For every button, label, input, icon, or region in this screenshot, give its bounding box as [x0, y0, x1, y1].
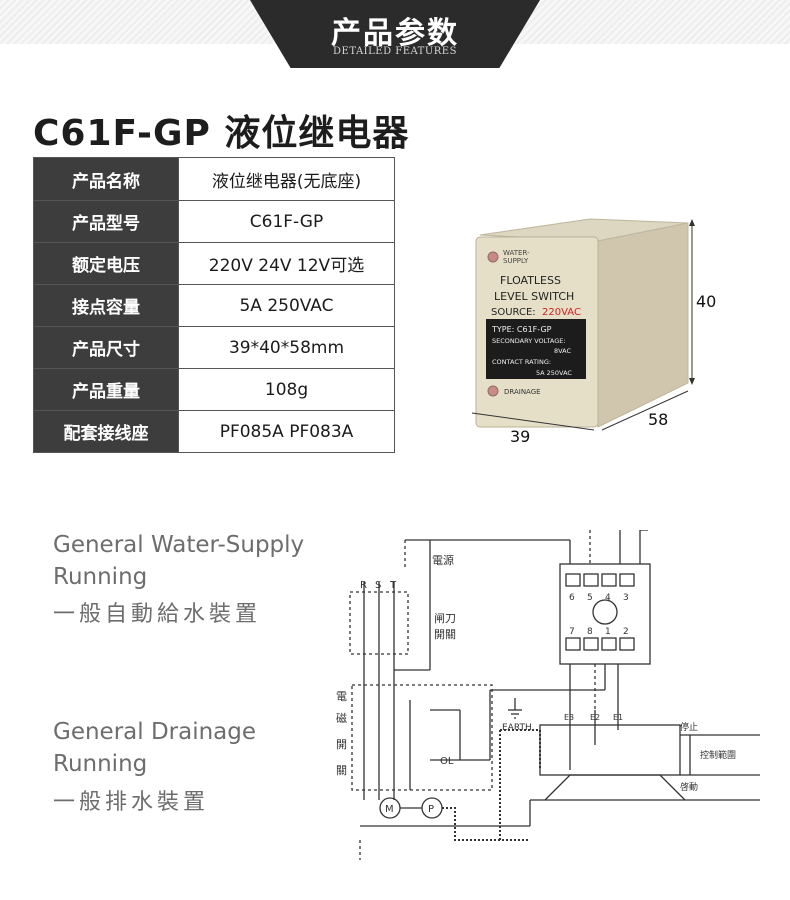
drainage-indicator-icon [487, 385, 499, 397]
mag-label-4: 關 [336, 764, 347, 777]
relay-secondary-voltage: SECONDARY VOLTAGE: [492, 337, 566, 345]
arrow-up-icon [689, 219, 695, 226]
section-title: 产品参数 [331, 16, 459, 51]
spec-row: 产品型号 C61F-GP [34, 200, 394, 242]
spec-value: 液位继电器(无底座) [179, 158, 394, 200]
terminal-3: 3 [623, 593, 629, 603]
spec-value: 108g [179, 369, 394, 410]
spec-row: 产品尺寸 39*40*58mm [34, 326, 394, 368]
relay-base-box [559, 563, 651, 665]
supply-caption-en-1: General Water-Supply [53, 532, 305, 558]
spec-label: 产品重量 [34, 369, 179, 410]
wiring-diagram: 電源 R S T 闸刀 開關 電 磁 開 關 OL EARTH E3 E2 E1… [336, 530, 760, 860]
terminal-7: 7 [569, 627, 575, 637]
mag-label-1: 電 [336, 690, 347, 703]
depth-dimension-line [601, 390, 689, 431]
dimension-depth: 58 [648, 410, 669, 429]
spec-value: C61F-GP [179, 201, 394, 242]
spec-label: 额定电压 [34, 243, 179, 284]
spec-row: 产品重量 108g [34, 368, 394, 410]
relay-spec-label [486, 319, 586, 379]
terminal-8: 8 [587, 627, 593, 637]
spec-value: PF085A PF083A [179, 411, 394, 452]
relay-contact-value: 5A 250VAC [536, 369, 572, 377]
spec-value: 220V 24V 12V可选 [179, 243, 394, 284]
spec-label: 产品尺寸 [34, 327, 179, 368]
phase-r: R [360, 580, 367, 591]
power-label: 電源 [432, 553, 454, 567]
supply-caption-en-2: Running [53, 564, 148, 590]
drain-caption-zh: 一般排水裝置 [53, 790, 210, 815]
product-title: C61F-GP 液位继电器 [33, 113, 410, 154]
mag-label-3: 開 [336, 738, 347, 751]
spec-row: 配套接线座 PF085A PF083A [34, 410, 394, 452]
relay-side-face [597, 222, 689, 428]
supply-indicator-icon [487, 251, 499, 263]
earth-label: EARTH [502, 723, 532, 733]
overload-label: OL [440, 756, 454, 767]
electrode-e1: E1 [613, 713, 623, 722]
spec-row: 额定电压 220V 24V 12V可选 [34, 242, 394, 284]
water-supply-label: WATER-SUPPLY [503, 249, 530, 265]
spec-row: 接点容量 5A 250VAC [34, 284, 394, 326]
relay-source-value: 220VAC [542, 307, 581, 318]
supply-caption-zh: 一般自動給水裝置 [53, 602, 262, 627]
spec-label: 产品型号 [34, 201, 179, 242]
relay-source-prefix: SOURCE: [491, 307, 536, 318]
relay-product-image: WATER-SUPPLY FLOATLESS LEVEL SWITCH SOUR… [471, 218, 695, 431]
knife-switch-label-2: 開關 [434, 628, 456, 641]
start-label: 啓動 [680, 781, 698, 793]
mag-label-2: 磁 [336, 712, 347, 725]
pump-label: P [428, 804, 434, 815]
header-tab [250, 0, 540, 68]
spec-value: 39*40*58mm [179, 327, 394, 368]
arrow-down-icon [689, 378, 695, 385]
spec-table: 产品名称 液位继电器(无底座) 产品型号 C61F-GP 额定电压 220V 2… [33, 157, 395, 453]
drain-caption-en-2: Running [53, 751, 148, 777]
spec-label: 配套接线座 [34, 411, 179, 452]
spec-value: 5A 250VAC [179, 285, 394, 326]
dimension-width: 39 [510, 427, 531, 446]
range-label: 控制範圍 [700, 749, 736, 761]
spec-label: 接点容量 [34, 285, 179, 326]
relay-line-1: FLOATLESS [500, 274, 561, 287]
dimension-height: 40 [696, 292, 717, 311]
stop-label: 停止 [680, 721, 698, 733]
motor-label: M [385, 804, 394, 815]
terminal-5: 5 [587, 593, 593, 603]
terminal-6: 6 [569, 593, 575, 603]
electrode-e2: E2 [590, 713, 600, 722]
terminal-1: 1 [605, 627, 611, 637]
phase-t: T [389, 580, 397, 591]
terminal-2: 2 [623, 627, 629, 637]
drainage-label: DRAINAGE [504, 388, 541, 396]
terminal-4: 4 [605, 593, 611, 603]
relay-secondary-value: 8VAC [554, 347, 571, 355]
relay-contact-rating: CONTACT RATING: [492, 358, 551, 366]
relay-type-line: TYPE: C61F-GP [491, 325, 552, 334]
knife-switch-label-1: 闸刀 [434, 612, 456, 625]
section-subtitle: DETAILED FEATURES [333, 46, 457, 57]
phase-s: S [375, 580, 381, 591]
electrode-e3: E3 [564, 713, 574, 722]
width-dimension-line [471, 412, 595, 431]
drain-caption-en-1: General Drainage [53, 719, 257, 745]
spec-row: 产品名称 液位继电器(无底座) [34, 158, 394, 200]
relay-line-2: LEVEL SWITCH [494, 290, 574, 303]
spec-label: 产品名称 [34, 158, 179, 200]
